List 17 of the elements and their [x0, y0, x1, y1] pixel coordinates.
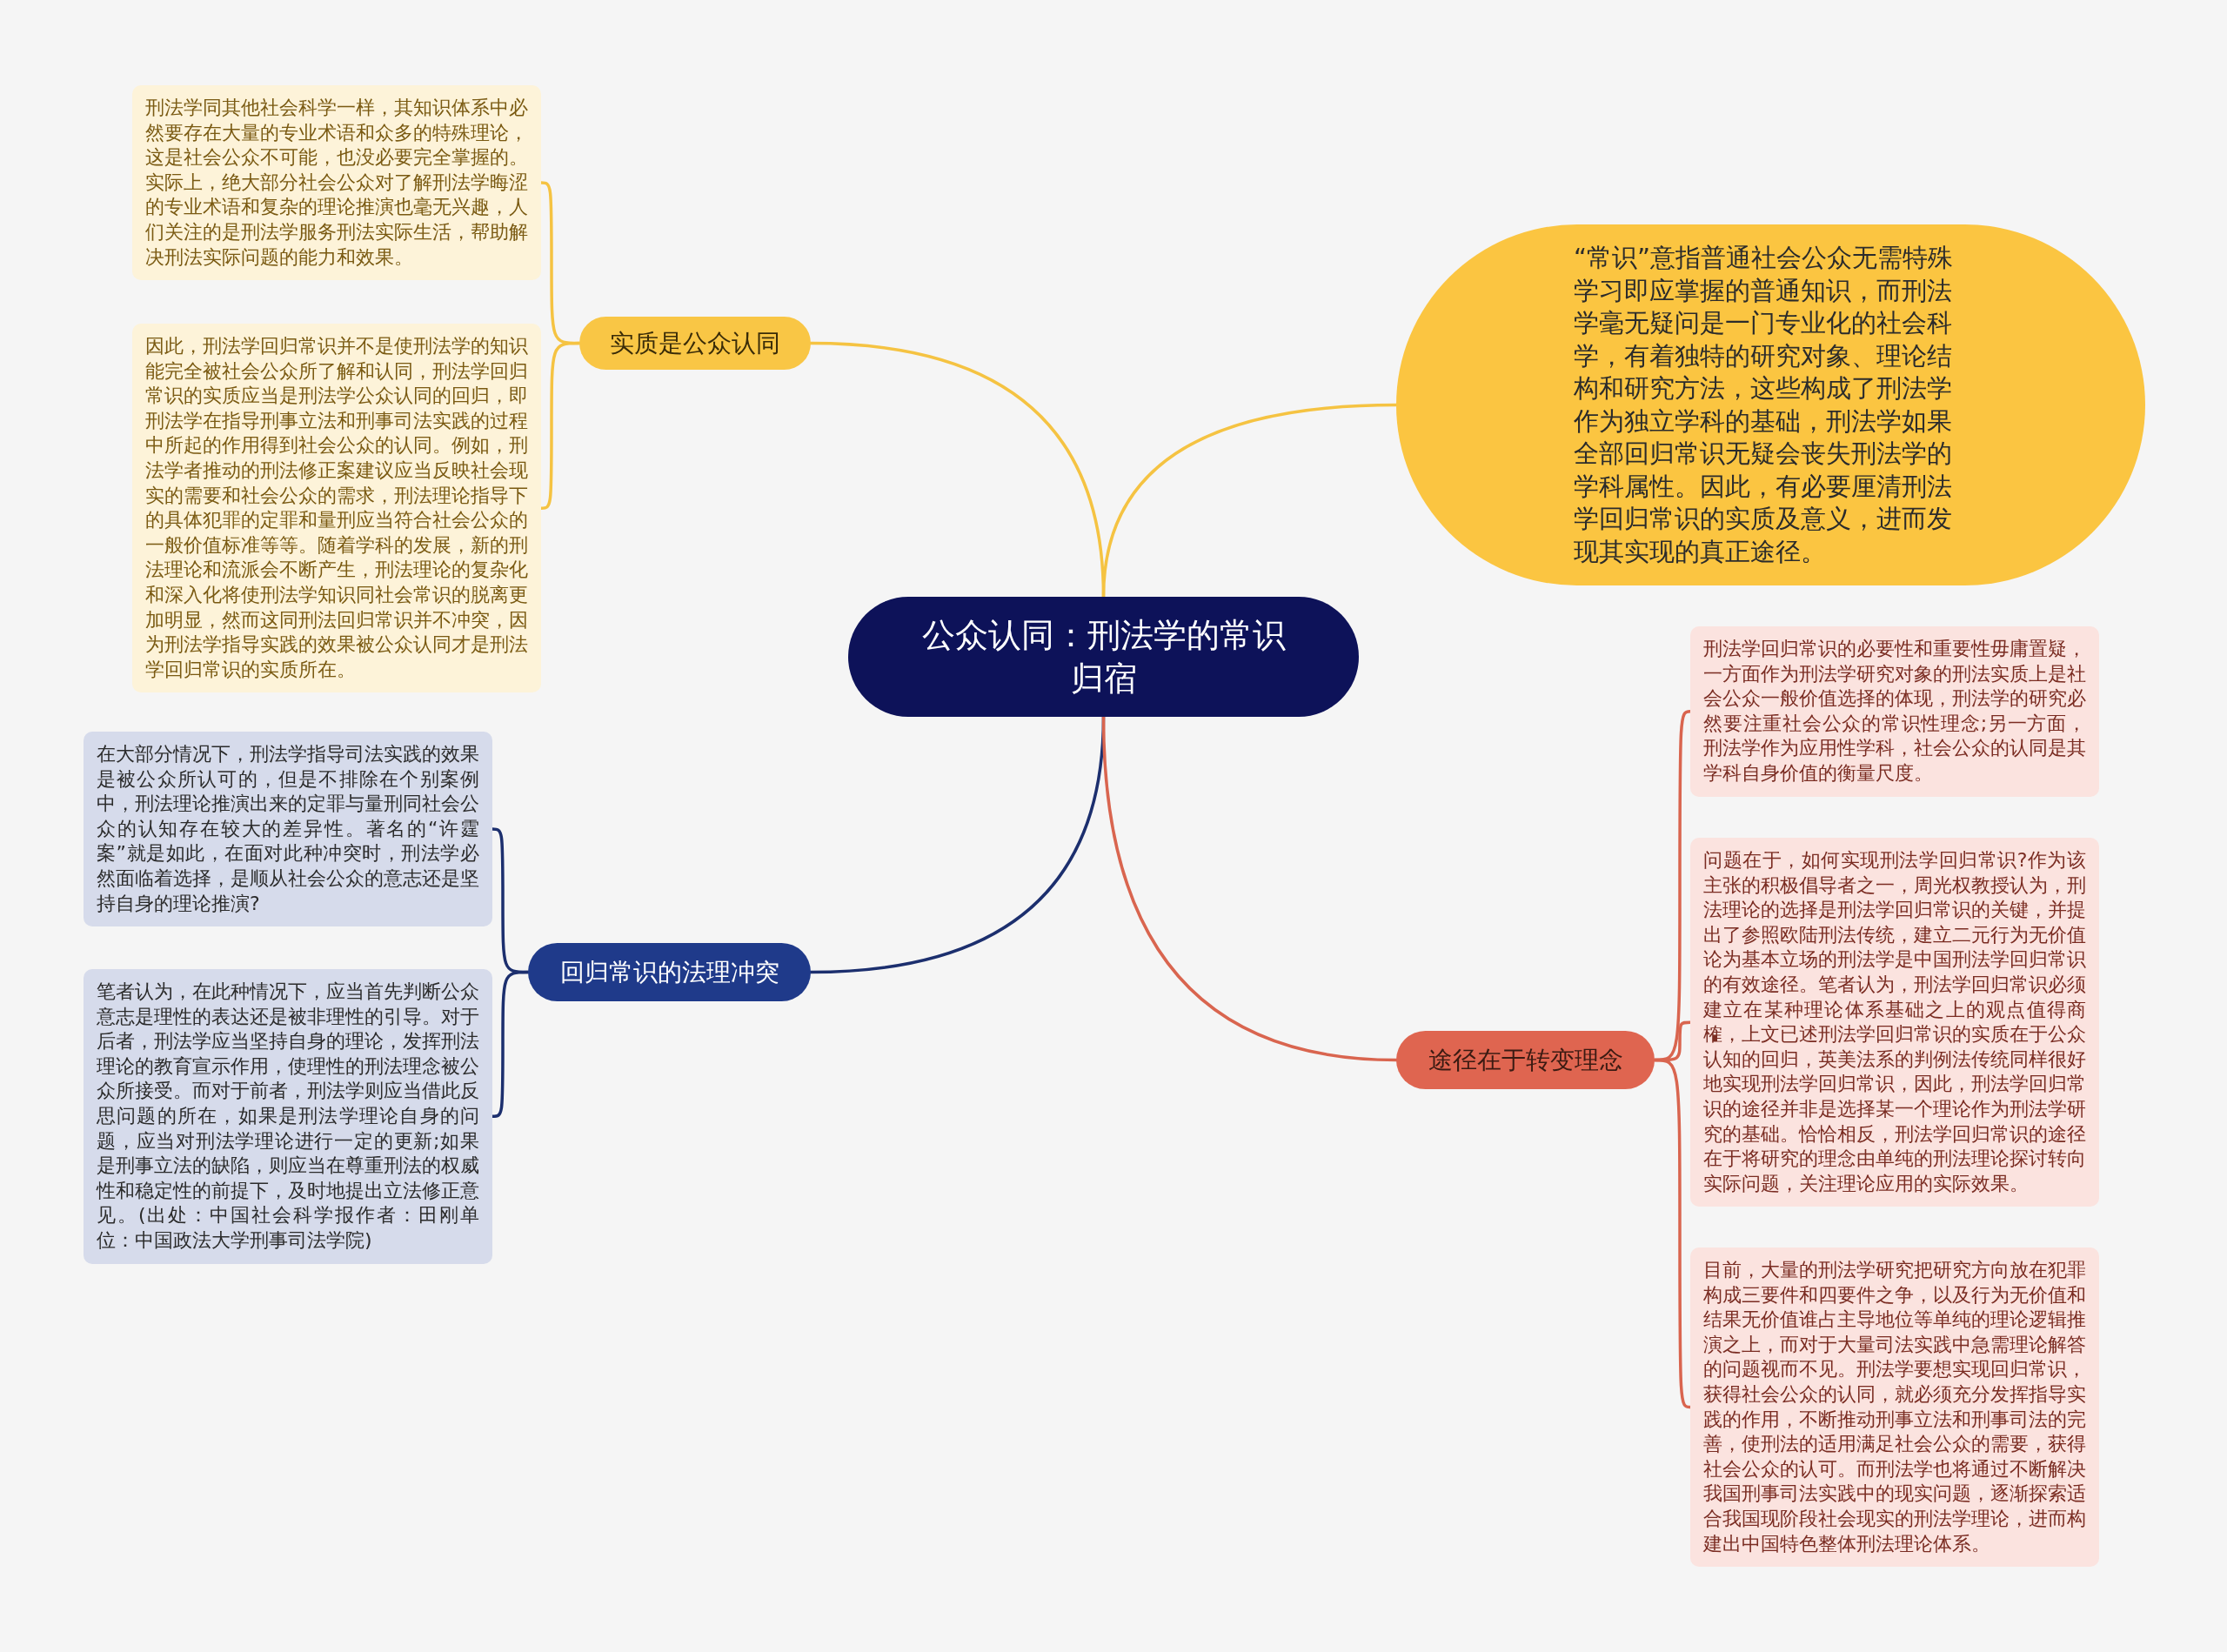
connector-line [539, 341, 581, 510]
connector-line [1101, 715, 1398, 1062]
branch-topic: 实质是公众认同 [579, 317, 811, 370]
note-card: 目前，大量的刑法学研究把研究方向放在犯罪构成三要件和四要件之争，以及行为无价值和结果无价值谁占主导地位等单纯的理论逻辑推演之上，而对于大量司法实践中急需理论解答的问题视而不见。刑法学要想实现回归常识，获得社会公众的认同，就必须充分发挥指导实践的作用，不断推动刑事立法和刑事司法的完善，使刑法的适用满足社会公众的需要，获得社会公众的认可。而刑法学也将通过不断解决我国刑事司法实践中的现实问题，逐渐探索适合我国现阶段社会现实的刑法学理论，进而构建出中国特色整体刑法理论体系。 [1690, 1247, 2099, 1568]
note-card: 在大部分情况下，刑法学指导司法实践的效果是被公众所认可的，但是不排除在个别案例中，刑法理论推演出来的定罪与量刑同社会公众的认知存在较大的差异性。著名的“许霆案”就是如此，在面对此种冲突时，刑法学必然面临着选择，是顺从社会公众的意志还是坚持自身的理论推演? [84, 732, 492, 927]
note-card: 因此，刑法学回归常识并不是使刑法学的知识能完全被社会公众所了解和认同，刑法学回归常识的实质应当是刑法学公众认同的回归，即刑法学在指导刑事立法和刑事司法实践的过程中所起的作用得到社会公众的认同。例如，刑法学者推动的刑法修正案建议应当反映社会现实的需要和社会公众的需求，刑法理论指导下的具体犯罪的定罪和量刑应当符合社会公众的一般价值标准等等。随着学科的发展，新的刑法理论和流派会不断产生，刑法理论的复杂化和深入化将使刑法学知识同社会常识的脱离更加明显，然而这同刑法回归常识并不冲突，因为刑法学指导实践的效果被公众认同才是刑法学回归常识的实质所在。 [132, 324, 541, 693]
oval-note: “常识”意指普通社会公众无需特殊学习即应掌握的普通知识，而刑法学毫无疑问是一门专业化的社会科学，有着独特的研究对象、理论结构和研究方法，这些构成了刑法学作为独立学科的基础，刑法学如果全部回归常识无疑会丧失刑法学的学科属性。因此，有必要厘清刑法学回归常识的实质及意义，进而发现其实现的真正途径。 [1396, 224, 2145, 585]
connector-line [491, 970, 530, 1119]
note-card: 刑法学同其他社会科学一样，其知识体系中必然要存在大量的专业术语和众多的特殊理论，这是社会公众不可能，也没必要完全掌握的。实际上，绝大部分社会公众对了解刑法学晦涩的专业术语和复杂的理论推演也毫无兴趣，人们关注的是刑法学服务刑法实际生活，帮助解决刑法实际问题的能力和效果。 [132, 85, 541, 281]
note-card: 刑法学回归常识的必要性和重要性毋庸置疑，一方面作为刑法学研究对象的刑法实质上是社会公众一般价值选择的体现，刑法学的研究必然要注重社会公众的常识性理念;另一方面，刑法学作为应用性学科，社会公众的认同是其学科自身价值的衡量尺度。 [1690, 626, 2099, 797]
connector-line [1101, 403, 1398, 599]
central-topic: 公众认同：刑法学的常识归宿 [848, 597, 1359, 717]
note-card: 笔者认为，在此种情况下，应当首先判断公众意志是理性的表达还是被非理性的引导。对于后者，刑法学应当坚持自身的理论，发挥刑法理论的教育宣示作用，使理性的刑法理念被公众所接受。而对于前者，刑法学则应当借此反思问题的所在，如果是刑法学理论自身的问题，应当对刑法学理论进行一定的更新;如果是刑事立法的缺陷，则应当在尊重刑法的权威性和稳定性的前提下，及时地提出立法修正意见。(出处：中国社会科学报作者：田刚单位：中国政法大学刑事司法学院) [84, 969, 492, 1264]
branch-topic: 途径在于转变理念 [1396, 1031, 1655, 1089]
connector-line [1653, 1058, 1692, 1409]
branch-topic: 回归常识的法理冲突 [528, 943, 811, 1001]
note-card: 问题在于，如何实现刑法学回归常识?作为该主张的积极倡导者之一，周光权教授认为，刑法理论的选择是刑法学回归常识的关键，并提出了参照欧陆刑法传统，建立二元行为无价值论为基本立场的刑法学是中国刑法学回归常识的有效途径。笔者认为，刑法学回归常识必须建立在某种理论体系基础之上的观点值得商榷，上文已述刑法学回归常识的实质在于公众认知的回归，英美法系的判例法传统同样很好地实现刑法学回归常识，因此，刑法学回归常识的途径并非是选择某一个理论作为刑法学研究的基础。恰恰相反，刑法学回归常识的途径在于将研究的理念由单纯的刑法理论探讨转向实际问题，关注理论应用的实际效果。 [1690, 838, 2099, 1207]
